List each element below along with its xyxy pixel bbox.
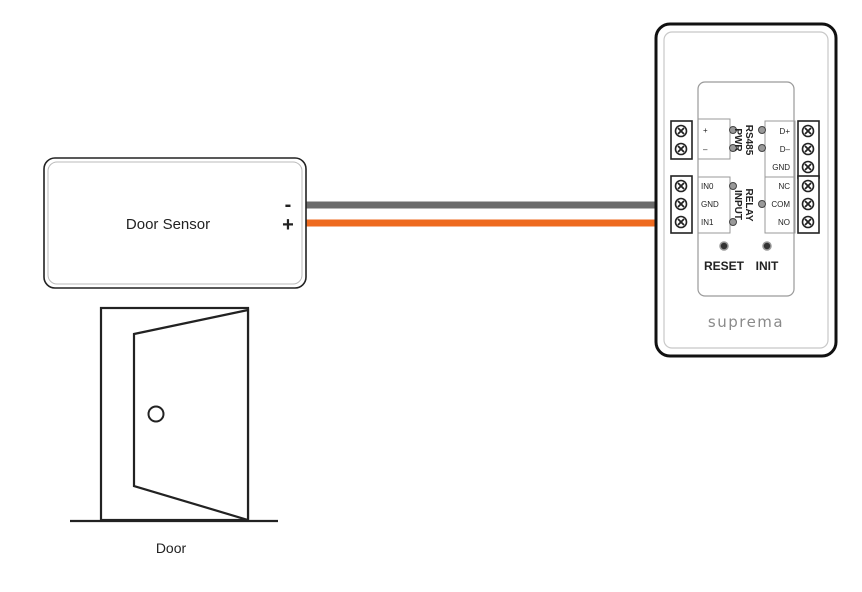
terminal-screw-icon: [801, 142, 815, 156]
input-gnd-label: GND: [701, 200, 719, 209]
door-sensor-label: Door Sensor: [126, 216, 210, 233]
terminal-screw-icon: [674, 197, 688, 211]
rs485-gnd-label: GND: [772, 163, 790, 172]
input-group-label: INPUT: [732, 190, 743, 220]
terminal-screw-icon: [674, 124, 688, 138]
terminal-screw-icon: [674, 142, 688, 156]
relay-nc-label: NC: [778, 182, 790, 191]
pwr-minus-label: –: [703, 145, 708, 154]
door-icon: [70, 306, 278, 523]
relay-no-label: NO: [778, 218, 790, 227]
init-button[interactable]: [762, 241, 772, 251]
suprema-device: + – IN0 GND IN1 D+ D– GND NC COM NO PWR …: [654, 22, 838, 358]
door-knob-icon: [147, 405, 165, 423]
rs485-group-label: RS485: [743, 125, 754, 156]
terminal-screw-icon: [801, 160, 815, 174]
pwr-plus-label: +: [703, 126, 708, 135]
reset-label: RESET: [704, 259, 745, 273]
rs485-dplus-label: D+: [780, 127, 791, 136]
relay-group-label: RELAY: [743, 189, 754, 222]
pwr-group-label: PWR: [732, 128, 743, 152]
minus-sign: -: [285, 194, 292, 216]
terminal-screw-icon: [674, 215, 688, 229]
terminal-screw-icon: [801, 124, 815, 138]
terminal-screw-icon: [801, 179, 815, 193]
init-label: INIT: [756, 259, 779, 273]
rs485-dminus-label: D–: [780, 145, 791, 154]
input-in1-label: IN1: [701, 218, 714, 227]
terminal-screw-icon: [801, 197, 815, 211]
door-sensor: Door Sensor - +: [43, 157, 307, 289]
input-in0-label: IN0: [701, 182, 714, 191]
terminal-screw-icon: [801, 215, 815, 229]
door-label: Door: [156, 540, 187, 556]
plus-sign: +: [282, 214, 294, 236]
reset-button[interactable]: [719, 241, 729, 251]
terminal-screw-icon: [674, 179, 688, 193]
relay-com-label: COM: [771, 200, 790, 209]
suprema-logo: suprema: [708, 313, 784, 331]
